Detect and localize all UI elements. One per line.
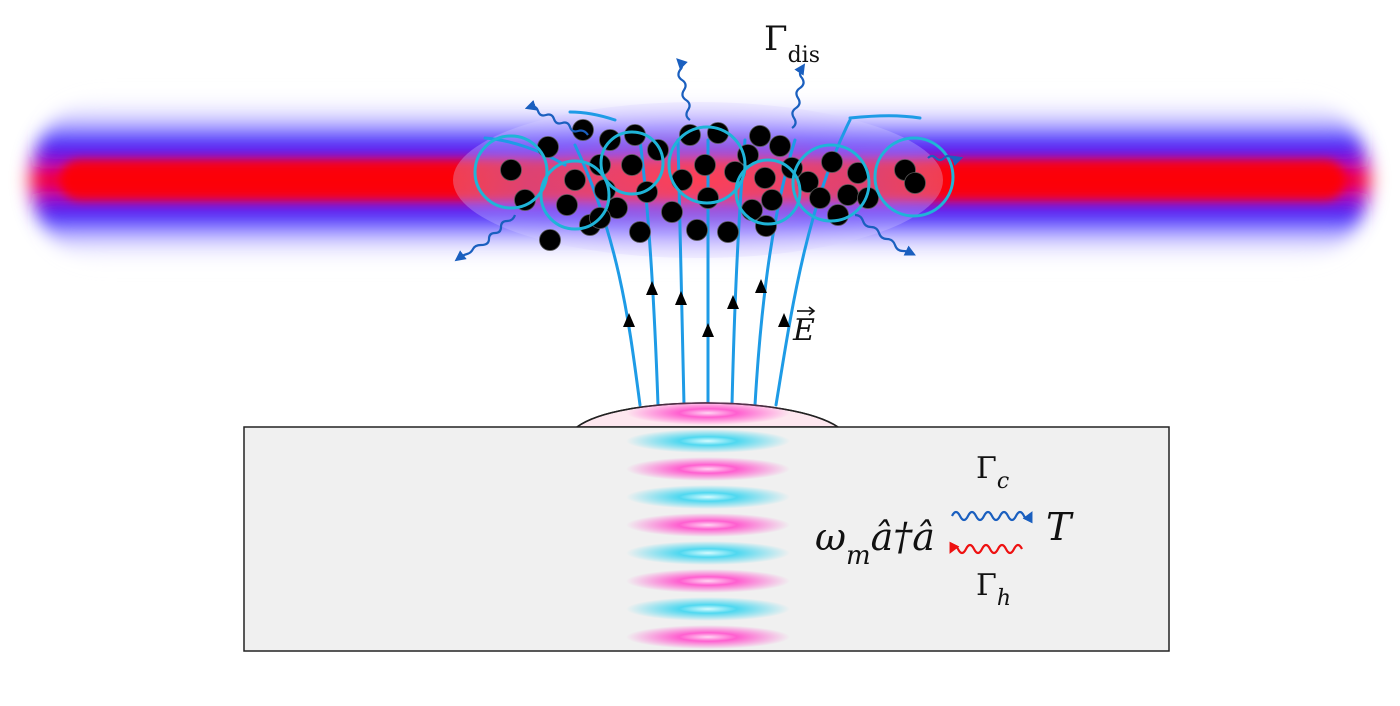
black-dot-icon xyxy=(769,135,791,157)
black-dot-icon xyxy=(621,154,643,176)
arrowhead-icon xyxy=(675,291,687,305)
arrowhead-icon xyxy=(646,281,658,295)
black-dot-icon xyxy=(564,169,586,191)
svg-text:E: E xyxy=(792,313,815,348)
gamma-c-label: Γc xyxy=(976,451,1009,494)
black-dot-icon xyxy=(500,159,522,181)
black-dot-icon xyxy=(837,184,859,206)
black-dot-icon xyxy=(594,179,616,201)
phonon-antinode-pink xyxy=(626,401,790,425)
phonon-antinode-cyan xyxy=(626,597,790,621)
black-dot-icon xyxy=(629,221,651,243)
cluster-rings xyxy=(473,125,955,231)
emission-arrows xyxy=(454,58,964,262)
wavy-arrow-icon xyxy=(676,58,691,121)
black-dot-icon xyxy=(539,229,561,251)
phonon-antinode-pink xyxy=(626,625,790,649)
arrowhead-icon xyxy=(755,279,767,293)
field-vector-label: E xyxy=(792,306,816,348)
gamma-dis-label: Γdis xyxy=(764,19,820,68)
wavy-arrow-icon xyxy=(524,100,589,136)
field-arrowheads xyxy=(623,279,790,337)
arrowhead-icon xyxy=(778,313,790,327)
black-dot-icon xyxy=(904,172,926,194)
black-dot-icon xyxy=(717,221,739,243)
heating-rate-arrow xyxy=(949,541,1023,555)
black-dot-icon xyxy=(686,219,708,241)
phonon-antinode-pink xyxy=(626,513,790,537)
black-dot-icon xyxy=(647,139,669,161)
black-dot-icon xyxy=(755,215,777,237)
phonon-antinode-cyan xyxy=(626,429,790,453)
wavy-arrow-icon xyxy=(791,63,806,129)
black-dot-icon xyxy=(661,201,683,223)
gamma-h-label: Γh xyxy=(976,568,1011,611)
phonon-antinode-cyan xyxy=(626,485,790,509)
black-dot-icon xyxy=(754,167,776,189)
black-dot-icon xyxy=(741,199,763,221)
phonon-antinode-cyan xyxy=(626,541,790,565)
arrowhead-icon xyxy=(623,313,635,327)
black-dot-icon xyxy=(556,194,578,216)
wavy-arrow-icon xyxy=(854,213,916,256)
black-dot-icon xyxy=(809,187,831,209)
hamiltonian-label: ωmâ†â xyxy=(815,515,935,571)
phonon-mode-profile xyxy=(626,401,790,649)
phonon-antinode-pink xyxy=(626,457,790,481)
black-dot-icon xyxy=(821,151,843,173)
black-dot-icon xyxy=(697,187,719,209)
cooling-rate-arrow xyxy=(951,510,1033,524)
arrowhead-icon xyxy=(702,323,714,337)
arrowhead-icon xyxy=(727,295,739,309)
wavy-arrow-icon xyxy=(454,214,517,262)
black-dot-icon xyxy=(761,189,783,211)
wavy-arrow-icon xyxy=(927,154,964,166)
black-dot-icon xyxy=(694,154,716,176)
temperature-label: T xyxy=(1046,505,1074,549)
phonon-antinode-pink xyxy=(626,569,790,593)
black-dot-icon xyxy=(749,125,771,147)
